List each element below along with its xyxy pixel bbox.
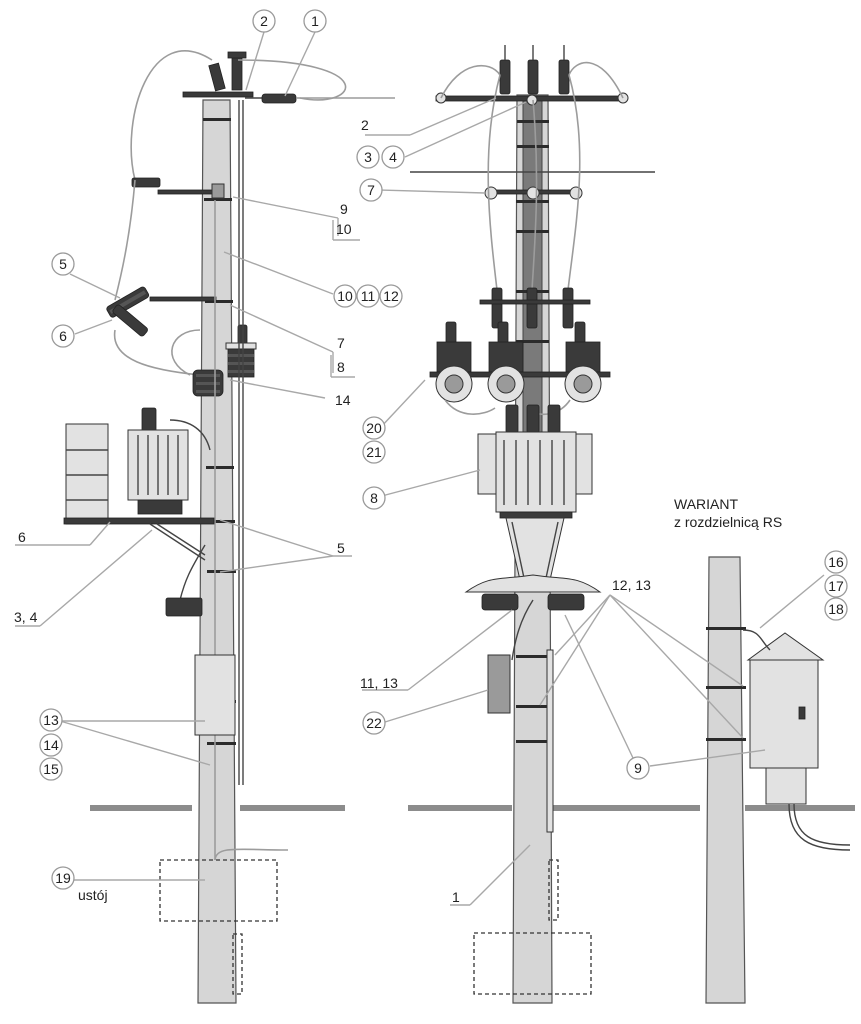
svg-text:6: 6 [59,328,67,344]
callout-m21: 21 [362,440,386,464]
plain-callouts: 9 10 7 8 14 5 6 3, 4 2 11, 13 12, 13 1 u… [14,117,782,905]
callout-19: 19 [51,866,75,890]
svg-text:13: 13 [43,712,59,728]
foundation-middle [473,932,592,995]
svg-text:11: 11 [361,288,376,304]
svg-text:5: 5 [59,256,67,272]
callout-14b: 14 [335,392,351,408]
side-insulator [131,177,161,188]
svg-text:12: 12 [383,288,399,304]
transformer-platform [63,423,215,561]
svg-text:2: 2 [260,13,268,29]
rs-cabinet [749,659,819,769]
callout-10b: 10 [336,221,352,237]
svg-text:17: 17 [828,578,844,594]
svg-text:4: 4 [389,149,397,165]
rs-switchboard [742,629,851,851]
middle-meter-box [487,654,511,714]
svg-text:3: 3 [364,149,372,165]
callout-12: 12 [379,284,403,308]
callout-3-4: 3, 4 [14,609,38,625]
svg-text:20: 20 [366,420,382,436]
label-frames [330,220,360,378]
leader-lines [15,31,825,906]
callout-9: 9 [340,201,348,217]
svg-text:7: 7 [367,182,375,198]
right-pole [705,556,746,1004]
label-variant-subtitle: z rozdzielnicą RS [674,514,782,530]
svg-text:19: 19 [55,870,71,886]
callout-m2: 2 [361,117,369,133]
callout-11: 11 [356,284,380,308]
callout-m1: 1 [452,889,460,905]
callout-r9: 9 [626,756,650,780]
cutouts-left [192,369,224,397]
transformer-middle [477,404,593,519]
lv-junction [165,597,203,617]
top-insulators [208,51,247,92]
svg-text:9: 9 [634,760,642,776]
callout-15: 15 [39,757,63,781]
left-pole [197,99,237,1004]
svg-text:14: 14 [43,737,59,753]
disconnector-left-2 [112,304,148,337]
strain-insulator [245,93,395,104]
callout-8: 8 [337,359,345,375]
middle-fuses [479,287,591,329]
callout-m3: 3 [356,145,380,169]
callout-r16: 16 [824,550,848,574]
transformer-left [127,407,211,515]
left-meter-box [194,654,236,736]
label-variant-title: WARIANT [674,496,738,512]
callout-13: 13 [39,708,63,732]
svg-text:8: 8 [370,490,378,506]
right-pole-assembly [705,556,851,1004]
railing [65,423,109,525]
callout-1: 1 [303,9,327,33]
callout-r18: 18 [824,597,848,621]
callout-r17: 17 [824,574,848,598]
middle-pole-assembly [410,45,655,1004]
callout-5b: 5 [337,540,345,556]
circled-callouts: 1 2 10 11 12 5 6 13 14 15 19 3 4 7 20 21… [39,9,848,890]
platform-deck [63,517,215,525]
svg-text:18: 18 [828,601,844,617]
svg-text:15: 15 [43,761,59,777]
middle-cutouts [429,321,611,403]
callout-6b: 6 [18,529,26,545]
callout-10: 10 [333,284,357,308]
lv-hood [464,574,602,593]
callout-m7: 7 [359,178,383,202]
label-ustoj: ustój [78,887,108,903]
callout-m22: 22 [362,711,386,735]
callout-7: 7 [337,335,345,351]
callout-5: 5 [51,252,75,276]
callout-2: 2 [252,9,276,33]
svg-text:16: 16 [828,554,844,570]
top-crossarm [182,91,254,98]
callout-m11-13: 11, 13 [360,675,398,691]
middle-top-insulators [499,45,570,95]
foundation-left [159,859,278,922]
callout-m8: 8 [362,486,386,510]
left-pole-assembly [63,50,395,1004]
svg-text:22: 22 [366,715,382,731]
rs-handle [798,706,806,720]
callout-14: 14 [39,733,63,757]
svg-text:1: 1 [311,13,319,29]
callout-6: 6 [51,324,75,348]
callout-m20: 20 [362,416,386,440]
svg-text:21: 21 [366,444,382,460]
svg-text:10: 10 [337,288,353,304]
callout-m12-13: 12, 13 [612,577,651,593]
callout-m4: 4 [381,145,405,169]
